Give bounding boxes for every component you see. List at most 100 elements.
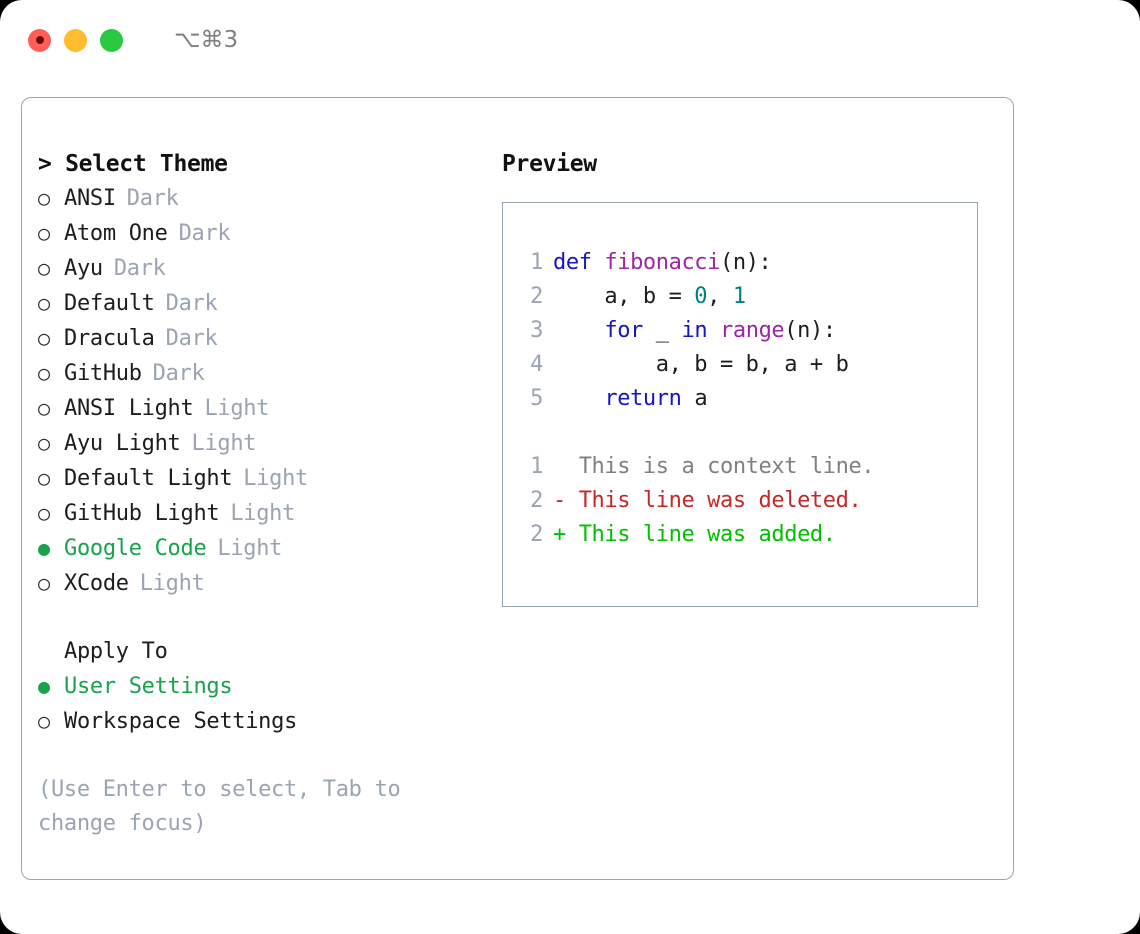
line-number: 2: [530, 488, 543, 513]
theme-name: Ayu: [64, 256, 103, 281]
token-plain: _: [642, 318, 682, 343]
code-content: a, b = b, a + b: [553, 348, 849, 382]
theme-name: GitHub Light: [64, 501, 220, 526]
theme-variant-badge: Dark: [165, 291, 218, 316]
code-content: return a: [553, 382, 707, 416]
theme-variant-badge: Dark: [113, 256, 166, 281]
list-spacer: [38, 601, 498, 635]
theme-variant-badge: Light: [217, 536, 283, 561]
apply-to-label: User Settings: [64, 674, 233, 699]
radio-unselected-icon: ○: [38, 186, 50, 210]
token-plain: a: [681, 386, 708, 411]
token-plain: a, b =: [553, 284, 695, 309]
token-plain: (n):: [784, 318, 836, 343]
close-button[interactable]: [28, 28, 51, 52]
diff-marker: +: [553, 522, 579, 547]
diff-line: 2- This line was deleted.: [515, 484, 977, 518]
code-line: 2 a, b = 0, 1: [515, 280, 977, 314]
theme-name: XCode: [64, 571, 129, 596]
apply-to-heading: Apply To: [64, 639, 168, 664]
token-plain: a, b = b, a + b: [553, 352, 849, 377]
radio-unselected-icon: ○: [38, 396, 50, 420]
token-plain: (n):: [720, 250, 772, 275]
code-line: 5 return a: [515, 382, 977, 416]
code-content: def fibonacci(n):: [553, 246, 772, 280]
theme-variant-badge: Light: [230, 501, 296, 526]
diff-sample: 1 This is a context line.2- This line wa…: [515, 450, 977, 552]
theme-list-item[interactable]: ● Google Code Light: [38, 531, 498, 566]
diff-line: 2 + This line was added.: [515, 518, 977, 552]
minimize-button[interactable]: [64, 28, 87, 52]
diff-line: 1 This is a context line.: [515, 450, 977, 484]
line-number: 1: [530, 250, 543, 275]
theme-name: ANSI: [64, 186, 116, 211]
token-plain: [553, 386, 604, 411]
token-kw: def: [553, 250, 605, 275]
token-num: 1: [732, 284, 746, 309]
theme-variant-badge: Dark: [152, 361, 205, 386]
token-fn: fibonacci: [604, 250, 720, 275]
theme-list-item[interactable]: ○ GitHub Dark: [38, 356, 498, 391]
token-fn: range: [720, 318, 785, 343]
keyboard-hint: (Use Enter to select, Tab to change focu…: [38, 777, 401, 836]
theme-name: Atom One: [64, 221, 168, 246]
line-number: 4: [530, 352, 543, 377]
theme-list-item[interactable]: ○ Ayu Dark: [38, 251, 498, 286]
radio-unselected-icon: ○: [38, 221, 50, 245]
radio-unselected-icon: ○: [38, 709, 50, 733]
diff-marker: [553, 450, 579, 484]
theme-variant-badge: Light: [139, 571, 205, 596]
line-number: 2: [530, 522, 543, 547]
theme-name: Default Light: [64, 466, 233, 491]
code-line: 3 for _ in range(n):: [515, 314, 977, 348]
theme-variant-badge: Dark: [126, 186, 179, 211]
theme-variant-badge: Dark: [165, 326, 218, 351]
radio-unselected-icon: ○: [38, 431, 50, 455]
token-kw: for: [604, 318, 643, 343]
line-number: 1: [530, 454, 543, 479]
theme-variant-badge: Light: [243, 466, 309, 491]
radio-unselected-icon: ○: [38, 361, 50, 385]
apply-to-option[interactable]: ● User Settings: [38, 669, 498, 704]
token-plain: ,: [707, 284, 733, 309]
theme-list-item[interactable]: ○ Atom One Dark: [38, 216, 498, 251]
theme-name: ANSI Light: [64, 396, 194, 421]
maximize-button[interactable]: [100, 28, 123, 52]
radio-unselected-icon: ○: [38, 501, 50, 525]
apply-to-list: ● User Settings ○ Workspace Settings: [38, 669, 498, 739]
code-content: for _ in range(n):: [553, 314, 836, 348]
window-controls: [28, 28, 123, 52]
token-kw: in: [681, 318, 708, 343]
diff-text: This line was deleted.: [578, 488, 862, 513]
diff-text: This is a context line.: [578, 454, 875, 479]
code-content: a, b = 0, 1: [553, 280, 746, 314]
radio-unselected-icon: ○: [38, 256, 50, 280]
theme-variant-badge: Dark: [178, 221, 231, 246]
line-number: 3: [530, 318, 543, 343]
diff-marker: -: [553, 488, 579, 513]
radio-selected-icon: ●: [38, 536, 50, 560]
apply-to-label: Workspace Settings: [64, 709, 298, 734]
token-num: 0: [694, 284, 708, 309]
theme-name: Google Code: [64, 536, 207, 561]
theme-name: GitHub: [64, 361, 142, 386]
diff-text: This line was added.: [578, 522, 836, 547]
apply-to-option[interactable]: ○ Workspace Settings: [38, 704, 498, 739]
radio-selected-icon: ●: [38, 674, 50, 698]
theme-list-item[interactable]: ○ GitHub Light Light: [38, 496, 498, 531]
theme-list-item[interactable]: ○ ANSI Dark: [38, 181, 498, 216]
line-number: 5: [530, 386, 543, 411]
line-number: 2: [530, 284, 543, 309]
radio-unselected-icon: ○: [38, 291, 50, 315]
